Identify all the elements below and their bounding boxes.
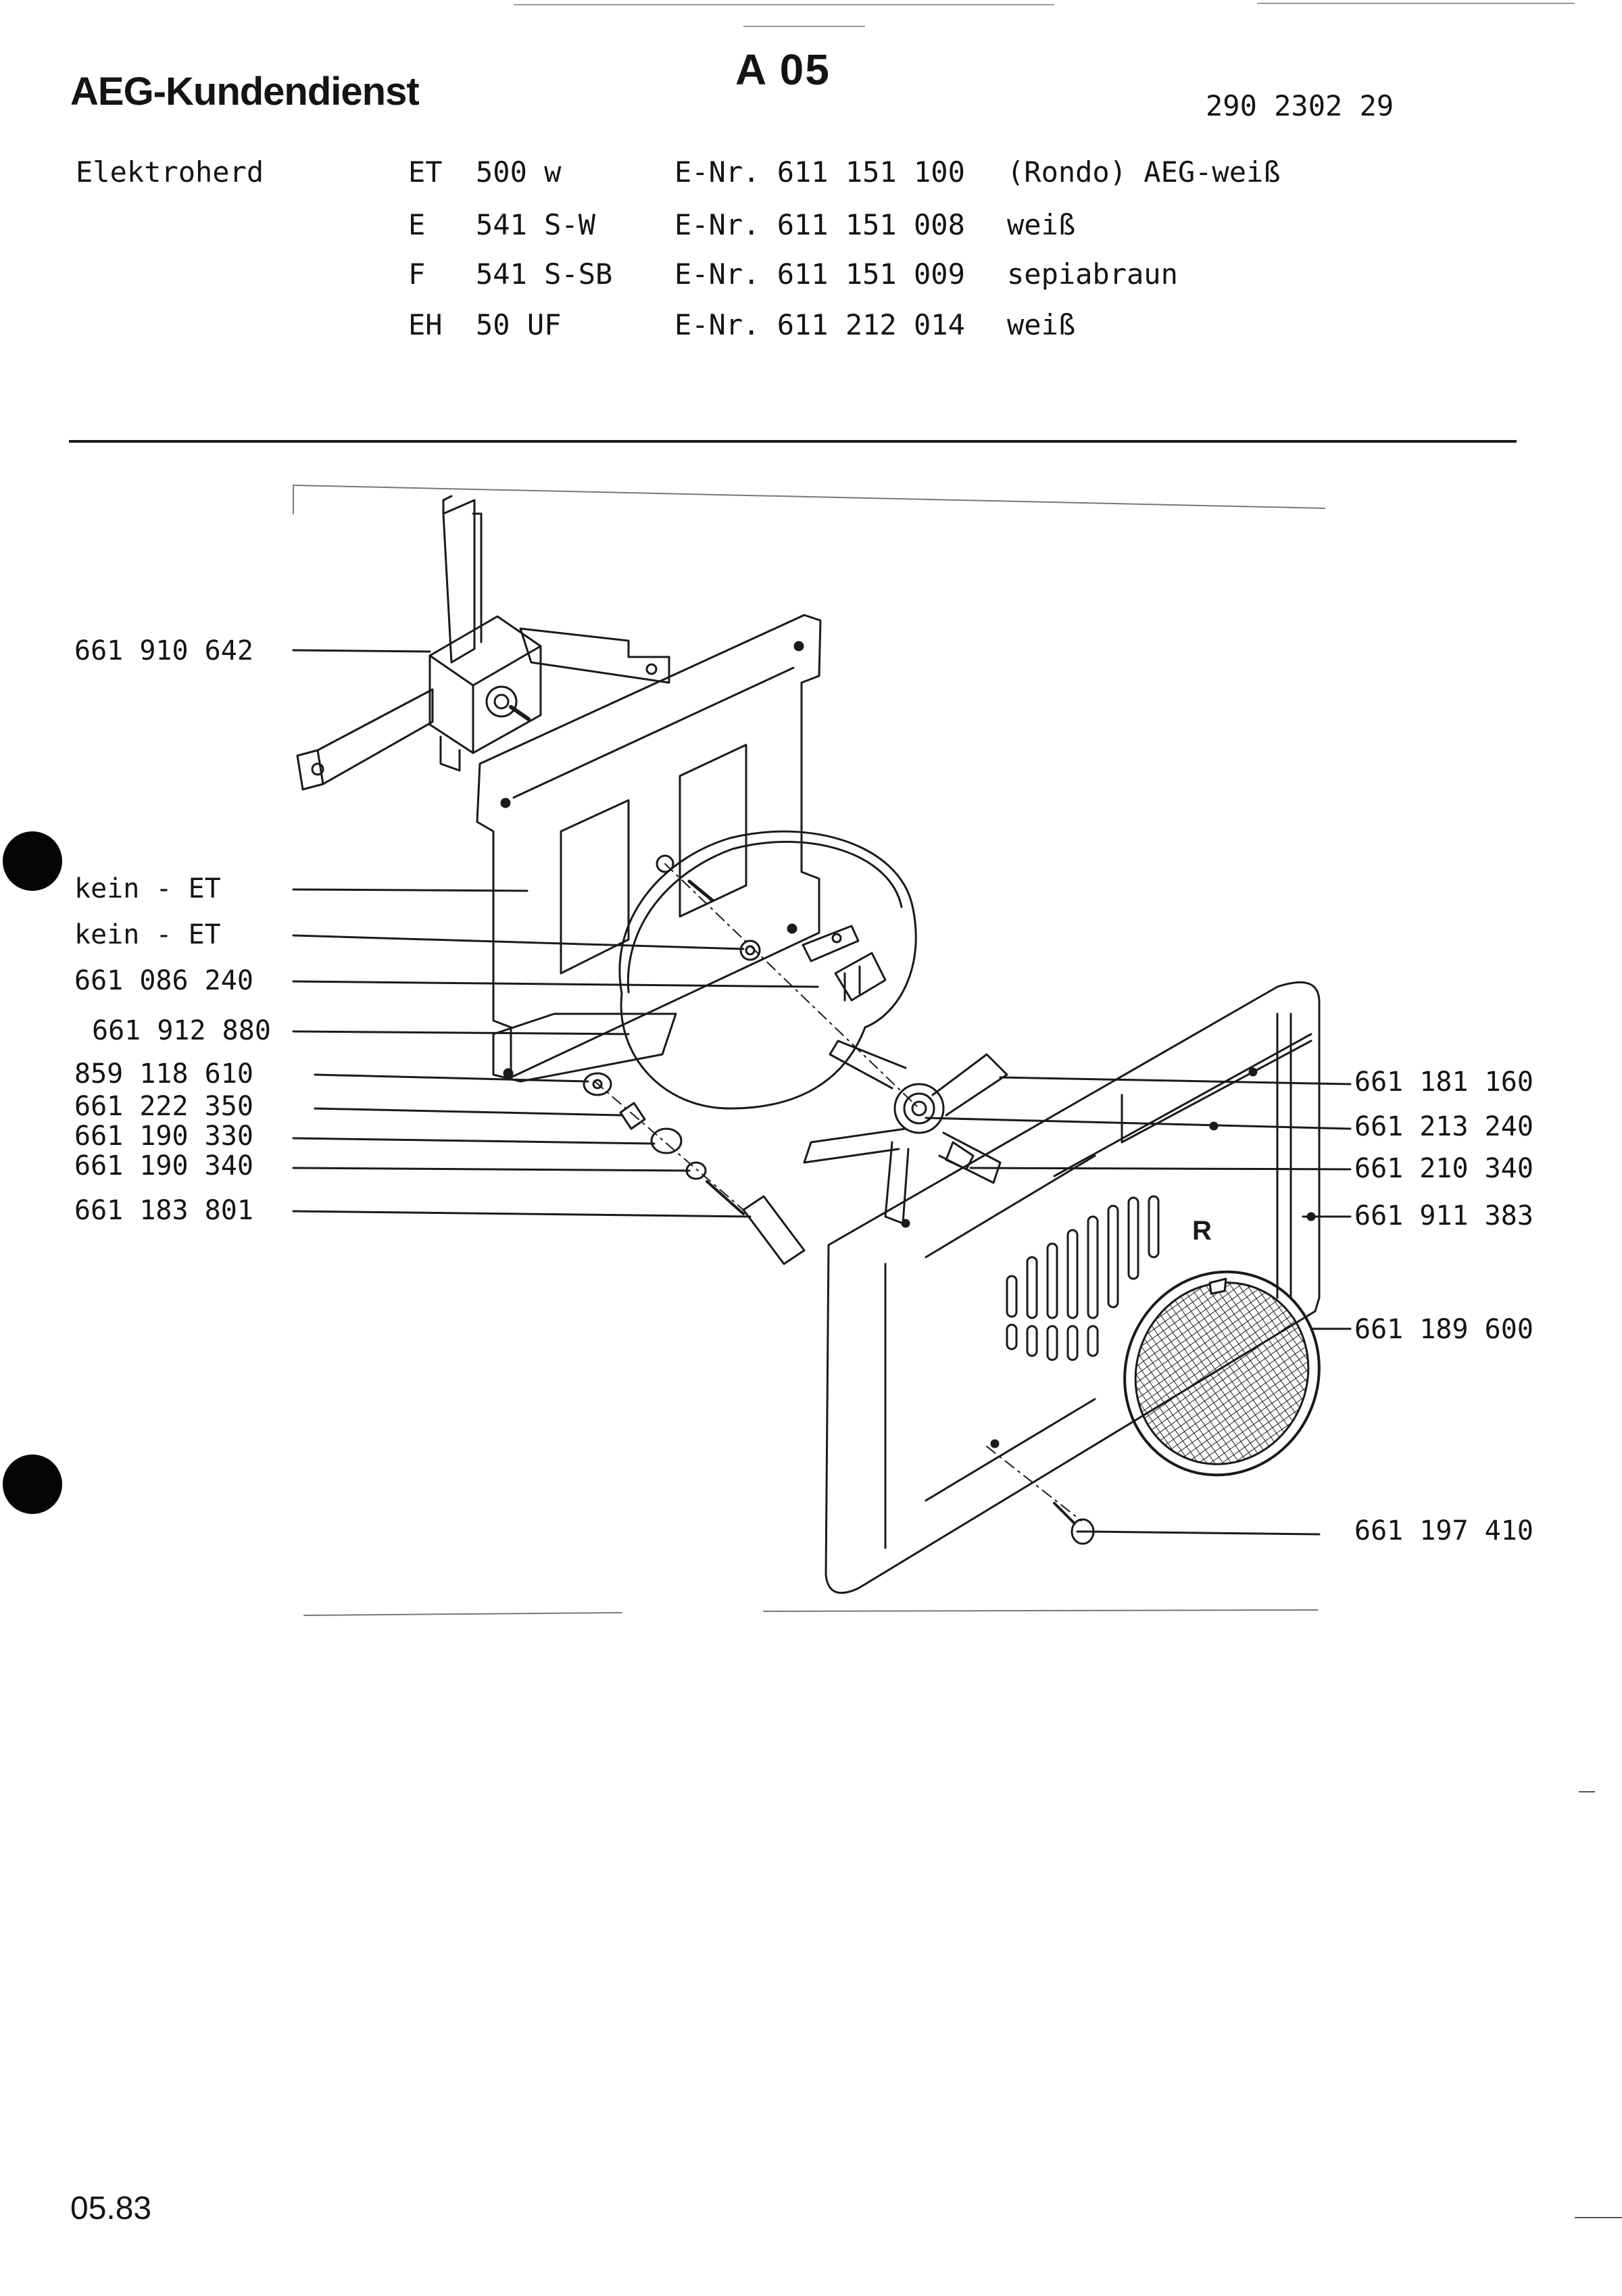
margin-tick: [1579, 1791, 1595, 1792]
page-id: A 05: [735, 45, 831, 94]
part-label: 661 222 350: [74, 1091, 253, 1122]
panel-marker-r: R: [1192, 1216, 1212, 1246]
leader-lines-right: [925, 1076, 1352, 1536]
model-row: E 541 S-W E-Nr. 611 151 008 weiß: [0, 208, 1622, 249]
ring-heating-element: [618, 830, 917, 1110]
part-label: 661 197 410: [1354, 1515, 1533, 1546]
fixing-screw: [1053, 1502, 1095, 1545]
frame-line: [293, 485, 1325, 509]
punch-hole: [3, 1455, 62, 1514]
fan-wheel: [803, 1040, 1008, 1225]
model-series: E: [408, 208, 426, 241]
vent-slots: [1006, 1195, 1160, 1361]
part-label: 661 912 880: [92, 1015, 271, 1046]
appliance-type: Elektroherd: [76, 155, 264, 189]
margin-tick: [1575, 2217, 1622, 2218]
model-variant: (Rondo) AEG-weiß: [1007, 155, 1281, 189]
frame-line: [763, 1609, 1319, 1612]
part-label: 661 181 160: [1354, 1067, 1533, 1098]
scan-edge-line: [514, 4, 1054, 5]
model-variant: weiß: [1007, 308, 1076, 341]
model-series: EH: [408, 308, 443, 341]
scan-edge-line: [743, 26, 865, 27]
part-label: 661 213 240: [1354, 1111, 1533, 1142]
part-label: 661 190 340: [74, 1150, 253, 1181]
model-row: EH 50 UF E-Nr. 611 212 014 weiß: [0, 308, 1622, 349]
lower-plate: [492, 1012, 677, 1083]
motor-bracket: [296, 495, 670, 791]
model-variant: sepiabraun: [1007, 258, 1178, 291]
part-label: 661 910 642: [74, 635, 253, 666]
part-label: 661 086 240: [74, 965, 253, 996]
grease-filter: [1123, 1270, 1321, 1477]
part-label: kein - ET: [74, 919, 221, 950]
model-row: ET 500 w E-Nr. 611 151 100 (Rondo) AEG-w…: [0, 155, 1622, 196]
model-name: 541 S-W: [476, 208, 596, 241]
model-row: F 541 S-SB E-Nr. 611 151 009 sepiabraun: [0, 258, 1622, 298]
fan-motor: [428, 615, 542, 772]
part-label: 859 118 610: [74, 1058, 253, 1090]
header-divider: [69, 440, 1517, 443]
part-label: 661 189 600: [1354, 1314, 1533, 1345]
model-name: 50 UF: [476, 308, 562, 341]
rear-back-plate: [476, 614, 822, 1079]
publication-date: 05.83: [70, 2191, 152, 2226]
punch-hole: [3, 831, 62, 891]
model-enr: E-Nr. 611 212 014: [674, 308, 965, 341]
model-name: 500 w: [476, 155, 562, 189]
model-name: 541 S-SB: [476, 258, 613, 291]
model-enr: E-Nr. 611 151 009: [674, 258, 965, 291]
part-label: kein - ET: [74, 873, 221, 904]
fan-cover-panel: [825, 981, 1321, 1594]
element-terminal-block: [802, 925, 887, 1002]
model-enr: E-Nr. 611 151 008: [674, 208, 965, 241]
frame-line: [303, 1612, 622, 1616]
model-series: ET: [408, 155, 443, 189]
scan-edge-line: [1257, 3, 1575, 4]
model-series: F: [408, 258, 426, 291]
assembly-axis: [986, 1446, 1082, 1521]
brand-title: AEG-Kundendienst: [70, 70, 420, 114]
model-variant: weiß: [1007, 208, 1076, 241]
model-enr: E-Nr. 611 151 100: [674, 155, 965, 189]
part-label: 661 911 383: [1354, 1200, 1533, 1231]
assembly-axis: [594, 1081, 744, 1211]
document-number: 290 2302 29: [1206, 89, 1394, 122]
part-label: 661 183 801: [74, 1195, 253, 1226]
leader-lines-left: [292, 649, 819, 1218]
washer-spacer-set: [583, 1072, 806, 1265]
part-label: 661 210 340: [1354, 1153, 1533, 1184]
part-label: 661 190 330: [74, 1121, 253, 1152]
